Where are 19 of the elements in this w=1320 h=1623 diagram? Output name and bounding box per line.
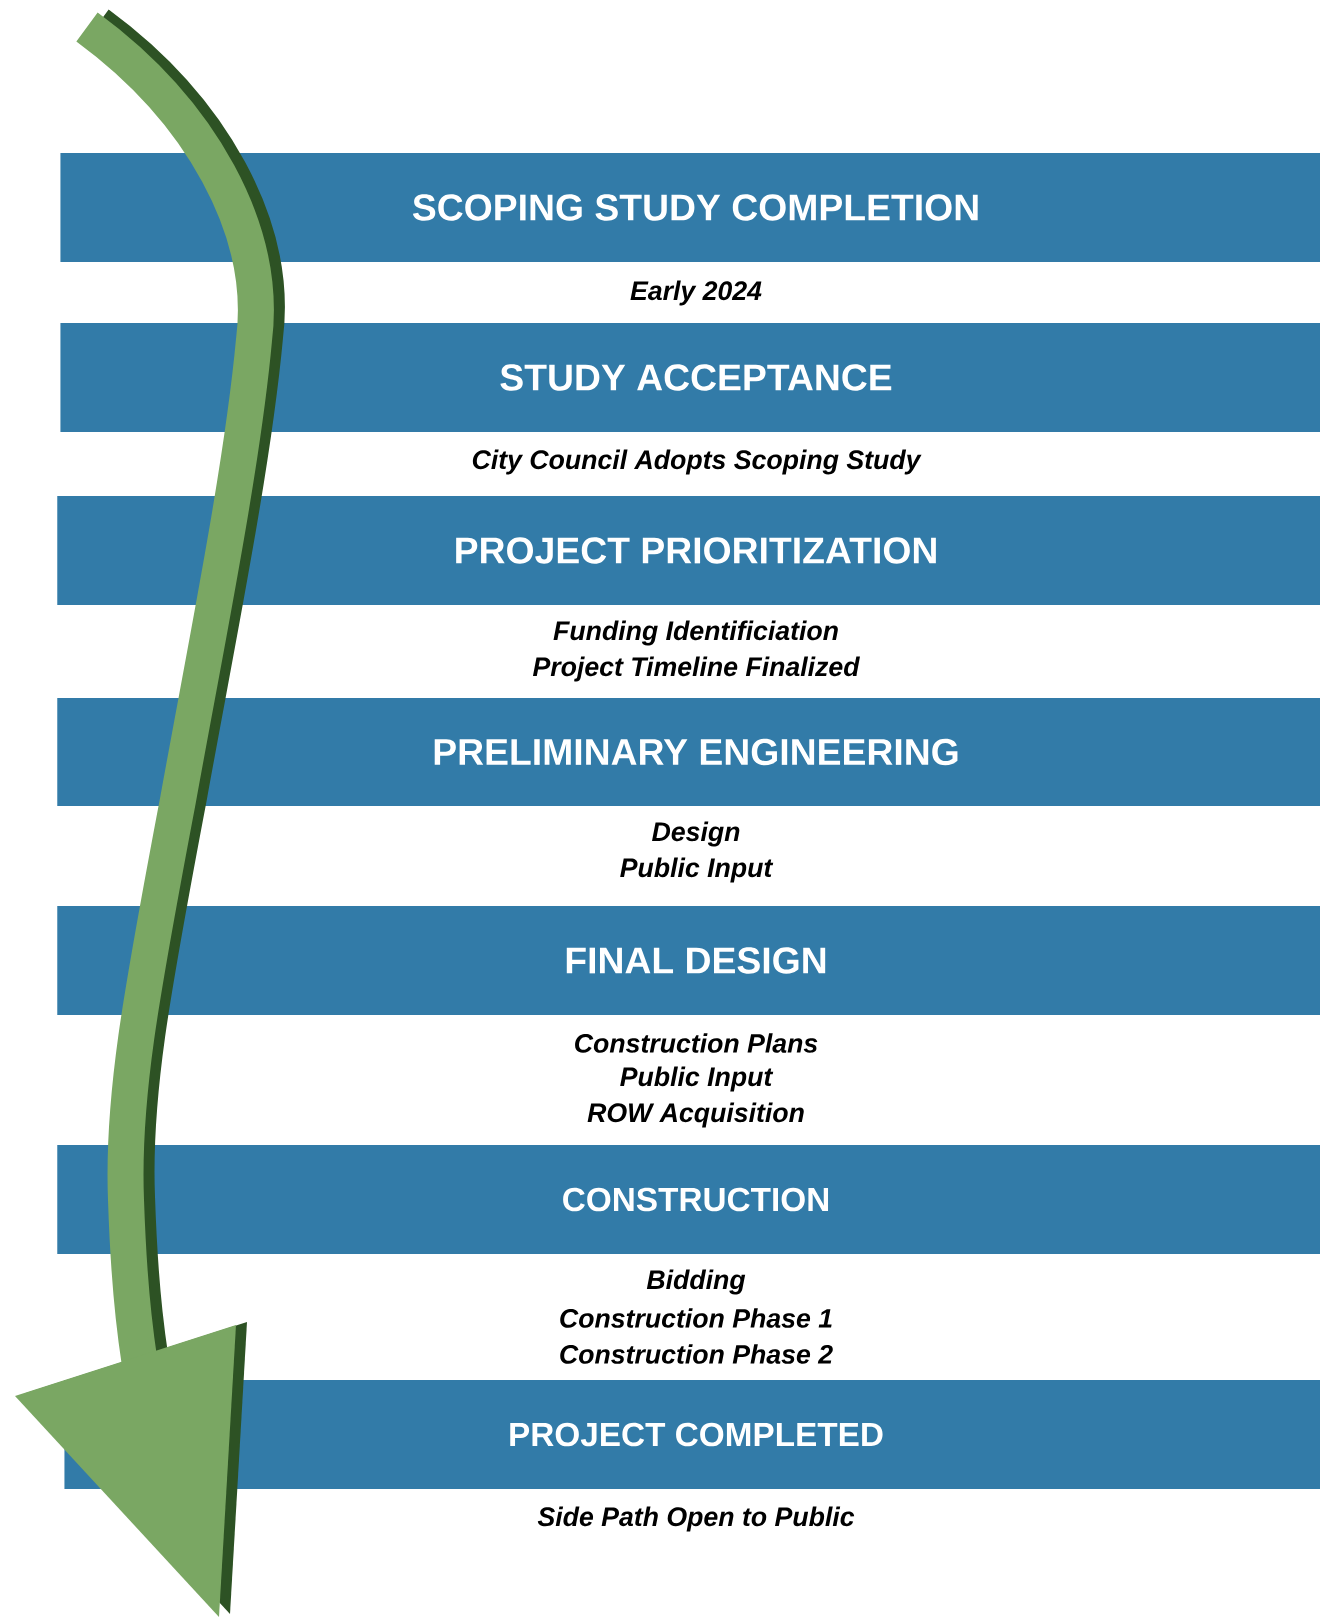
stage-band: FINAL DESIGN [57,906,1320,1015]
subtitle-text: Project Timeline Finalized [532,656,860,682]
subtitle-text: Construction Plans [575,1033,818,1053]
subtitle-text: Early 2024 [630,280,762,306]
stage-band: STUDY ACCEPTANCE [60,323,1320,432]
subtitle-text: Construction Phase 1 [560,1308,832,1328]
stage-band: SCOPING STUDY COMPLETION [60,153,1320,262]
subtitle-text: Construction Phase 2 [560,1344,833,1364]
subtitle-text: City Council Adopts Scoping Study [472,449,922,475]
subtitle-text: Public Input [620,1066,774,1092]
stage-band: PRELIMINARY ENGINEERING [57,698,1320,806]
subtitle-text: Side Path Open to Public [537,1506,855,1532]
subtitle-text: Design [652,821,740,847]
subtitle-text: Funding Identificiation [553,620,838,646]
subtitle-text: Public Input [620,857,774,883]
stage-band: PROJECT PRIORITIZATION [57,496,1320,605]
subtitle-text: ROW Acquisition [587,1102,804,1128]
subtitle-text: Bidding [646,1269,746,1295]
stage-band: CONSTRUCTION [57,1145,1320,1254]
